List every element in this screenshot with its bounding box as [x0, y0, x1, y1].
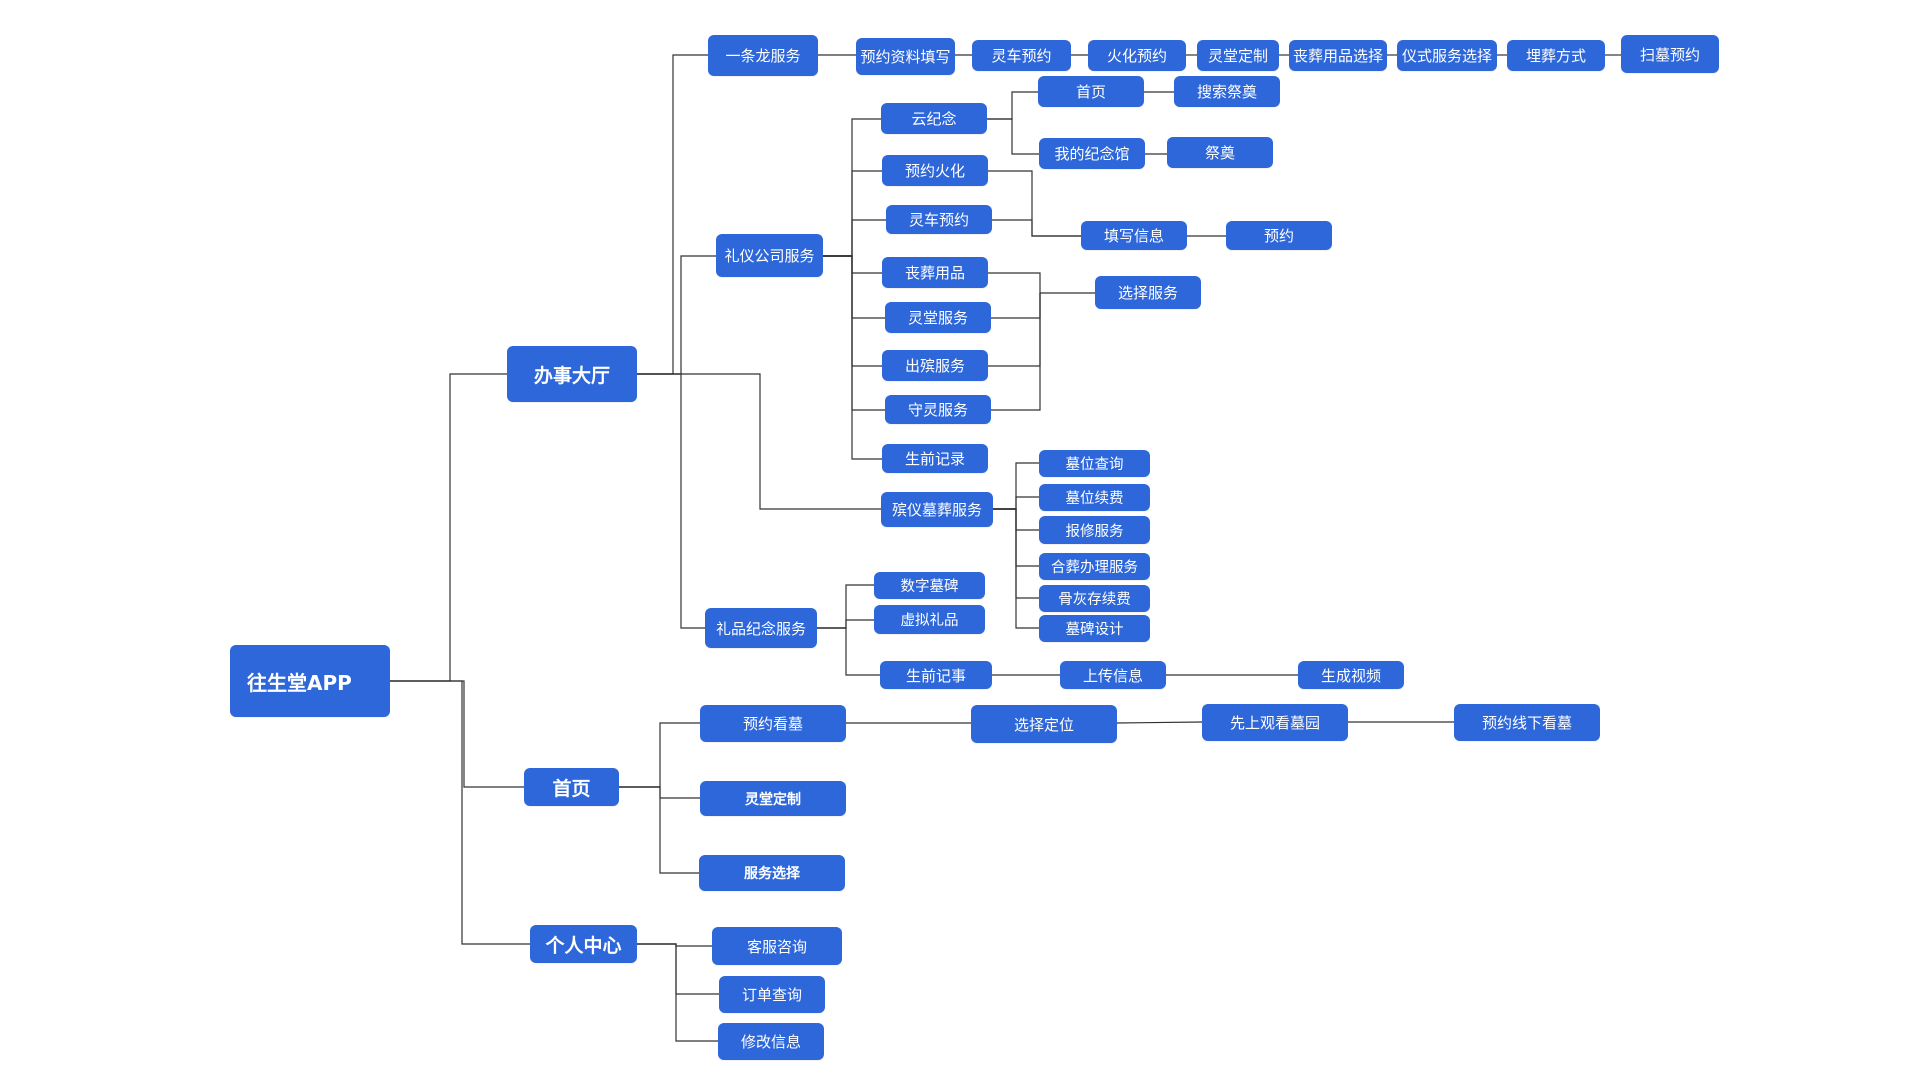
- connector-line: [988, 170, 1081, 237]
- connector-line: [637, 54, 708, 375]
- connector-line: [817, 627, 880, 676]
- connector-line: [991, 293, 1041, 319]
- burial-method-node[interactable]: 埋葬方式: [1507, 40, 1605, 71]
- connector-line: [817, 619, 874, 629]
- online-view-cemetery-node[interactable]: 先上观看墓园: [1202, 704, 1348, 741]
- digital-tombstone-node[interactable]: 数字墓碑: [874, 572, 985, 599]
- home-service-select-node[interactable]: 服务选择: [699, 855, 845, 891]
- connector-line: [993, 508, 1039, 629]
- connector-line: [637, 373, 881, 510]
- hearse-booking-node[interactable]: 灵车预约: [972, 40, 1071, 71]
- ash-storage-renewal-node[interactable]: 骨灰存续费: [1039, 585, 1150, 612]
- edit-info-node[interactable]: 修改信息: [718, 1023, 824, 1060]
- funeral-procession-node[interactable]: 出殡服务: [882, 350, 988, 381]
- funeral-supplies-select-node[interactable]: 丧葬用品选择: [1289, 40, 1387, 71]
- my-memorial-hall-node[interactable]: 我的纪念馆: [1039, 138, 1145, 169]
- connector-line: [619, 786, 699, 874]
- home-mourning-hall-custom-node[interactable]: 灵堂定制: [700, 781, 846, 816]
- connector-line: [992, 219, 1081, 237]
- connector-line: [987, 118, 1039, 155]
- connector-line: [1116, 721, 1203, 724]
- connector-line: [637, 255, 716, 375]
- tombstone-design-node[interactable]: 墓碑设计: [1039, 615, 1150, 642]
- connector-line: [823, 255, 885, 411]
- connector-line: [637, 943, 718, 1042]
- connector-line: [991, 293, 1041, 411]
- generate-video-node[interactable]: 生成视频: [1298, 661, 1404, 689]
- connector-line: [993, 496, 1039, 510]
- connector-line: [823, 219, 886, 257]
- connector-line: [390, 680, 530, 945]
- offline-tomb-visit-node[interactable]: 预约线下看墓: [1454, 704, 1600, 741]
- life-events-node[interactable]: 生前记事: [880, 661, 992, 689]
- order-query-node[interactable]: 订单查询: [719, 976, 825, 1013]
- cloud-memorial-node[interactable]: 云纪念: [881, 103, 987, 134]
- fill-booking-info-node[interactable]: 预约资料填写: [856, 38, 955, 75]
- connector-line: [823, 255, 882, 460]
- plot-query-node[interactable]: 墓位查询: [1039, 450, 1150, 477]
- hearse-reserve-node[interactable]: 灵车预约: [886, 205, 992, 234]
- funeral-supplies-node[interactable]: 丧葬用品: [882, 257, 988, 288]
- one-stop-service-node[interactable]: 一条龙服务: [708, 35, 818, 76]
- book-tomb-visit-node[interactable]: 预约看墓: [700, 705, 846, 742]
- repair-service-node[interactable]: 报修服务: [1039, 516, 1150, 544]
- offer-memorial-node[interactable]: 祭奠: [1167, 137, 1273, 168]
- connector-line: [823, 255, 885, 319]
- vigil-service-node[interactable]: 守灵服务: [885, 395, 991, 424]
- connector-line: [390, 680, 524, 788]
- search-memorial-node[interactable]: 搜索祭奠: [1174, 76, 1280, 107]
- tomb-sweeping-booking-node[interactable]: 扫墓预约: [1621, 35, 1719, 73]
- cemetery-service-node[interactable]: 殡仪墓葬服务: [881, 492, 993, 527]
- cloud-home-node[interactable]: 首页: [1038, 76, 1144, 107]
- fill-info-node[interactable]: 填写信息: [1081, 221, 1187, 250]
- connector-line: [619, 722, 700, 788]
- plot-renewal-node[interactable]: 墓位续费: [1039, 484, 1150, 511]
- reserve-node[interactable]: 预约: [1226, 221, 1332, 250]
- hall-node[interactable]: 办事大厅: [507, 346, 637, 402]
- select-location-node[interactable]: 选择定位: [971, 705, 1117, 743]
- connector-line: [987, 91, 1038, 120]
- root-node[interactable]: 往生堂APP: [230, 645, 390, 717]
- gift-memorial-service-node[interactable]: 礼品纪念服务: [705, 608, 817, 648]
- select-service-node[interactable]: 选择服务: [1095, 276, 1201, 309]
- ceremony-service-select-node[interactable]: 仪式服务选择: [1397, 40, 1497, 71]
- personal-center-node[interactable]: 个人中心: [530, 925, 637, 963]
- home-node[interactable]: 首页: [524, 768, 619, 806]
- mourning-hall-service-node[interactable]: 灵堂服务: [885, 302, 991, 333]
- connector-line: [390, 373, 507, 682]
- cremation-reserve-node[interactable]: 预约火化: [882, 155, 988, 186]
- virtual-gift-node[interactable]: 虚拟礼品: [874, 605, 985, 634]
- connector-line: [637, 943, 719, 995]
- joint-burial-node[interactable]: 合葬办理服务: [1039, 553, 1150, 580]
- life-record-node[interactable]: 生前记录: [882, 444, 988, 473]
- etiquette-company-service-node[interactable]: 礼仪公司服务: [716, 234, 823, 277]
- upload-info-node[interactable]: 上传信息: [1060, 661, 1166, 689]
- connector-line: [988, 272, 1095, 294]
- connector-line: [988, 293, 1041, 367]
- customer-service-node[interactable]: 客服咨询: [712, 927, 842, 965]
- connector-line: [637, 373, 705, 629]
- cremation-booking-node[interactable]: 火化预约: [1088, 40, 1186, 71]
- mourning-hall-custom-node[interactable]: 灵堂定制: [1197, 40, 1279, 71]
